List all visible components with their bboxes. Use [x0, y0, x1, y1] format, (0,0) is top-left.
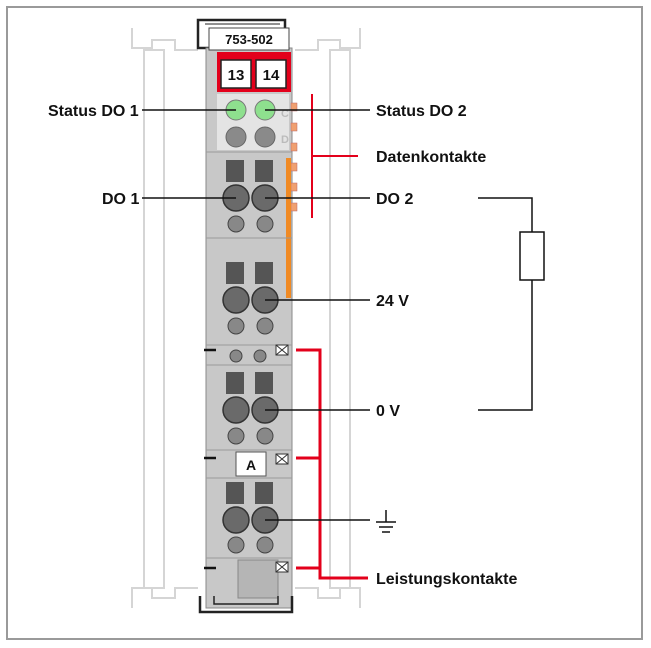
part-number: 753-502 — [225, 32, 273, 47]
label-leistungskontakte: Leistungskontakte — [376, 571, 517, 588]
section-dividers — [206, 151, 292, 559]
marker-a: A — [246, 457, 256, 473]
label-status-do1: Status DO 1 — [48, 103, 139, 120]
orange-contact-strip — [286, 158, 291, 298]
terminal-group-0v — [222, 372, 279, 445]
label-0v: 0 V — [376, 403, 400, 420]
load-resistor-icon — [478, 197, 545, 411]
small-screws — [229, 349, 267, 363]
label-do1: DO 1 — [102, 191, 139, 208]
leader-lines — [142, 109, 370, 521]
din-rail-outline — [131, 28, 361, 608]
label-24v: 24 V — [376, 293, 409, 310]
left-pin-ticks — [204, 348, 216, 570]
data-contact-pins — [290, 102, 298, 212]
figure-frame — [6, 6, 643, 640]
terminal-box-14 — [255, 59, 287, 89]
marker-a-box — [235, 451, 267, 477]
label-datenkontakte: Datenkontakte — [376, 149, 486, 166]
label-do2: DO 2 — [376, 191, 413, 208]
ground-symbol-icon — [376, 510, 396, 533]
terminal-group-ground — [222, 482, 279, 554]
power-contact-symbols — [275, 344, 289, 573]
terminal-label-13: 13 — [228, 67, 245, 84]
label-status-do2: Status DO 2 — [376, 103, 467, 120]
bottom-clip — [198, 559, 294, 614]
datenkontakte-bracket — [311, 94, 358, 218]
led-letter-c: C — [281, 108, 289, 120]
led-letter-d: D — [281, 134, 289, 146]
leistungskontakte-bracket — [296, 348, 368, 580]
led-d — [254, 126, 276, 148]
terminal-label-14: 14 — [263, 67, 280, 84]
terminal-box-13 — [220, 59, 252, 89]
part-number-plate — [208, 27, 290, 51]
led-c — [225, 126, 247, 148]
terminal-group-24v — [222, 262, 279, 335]
